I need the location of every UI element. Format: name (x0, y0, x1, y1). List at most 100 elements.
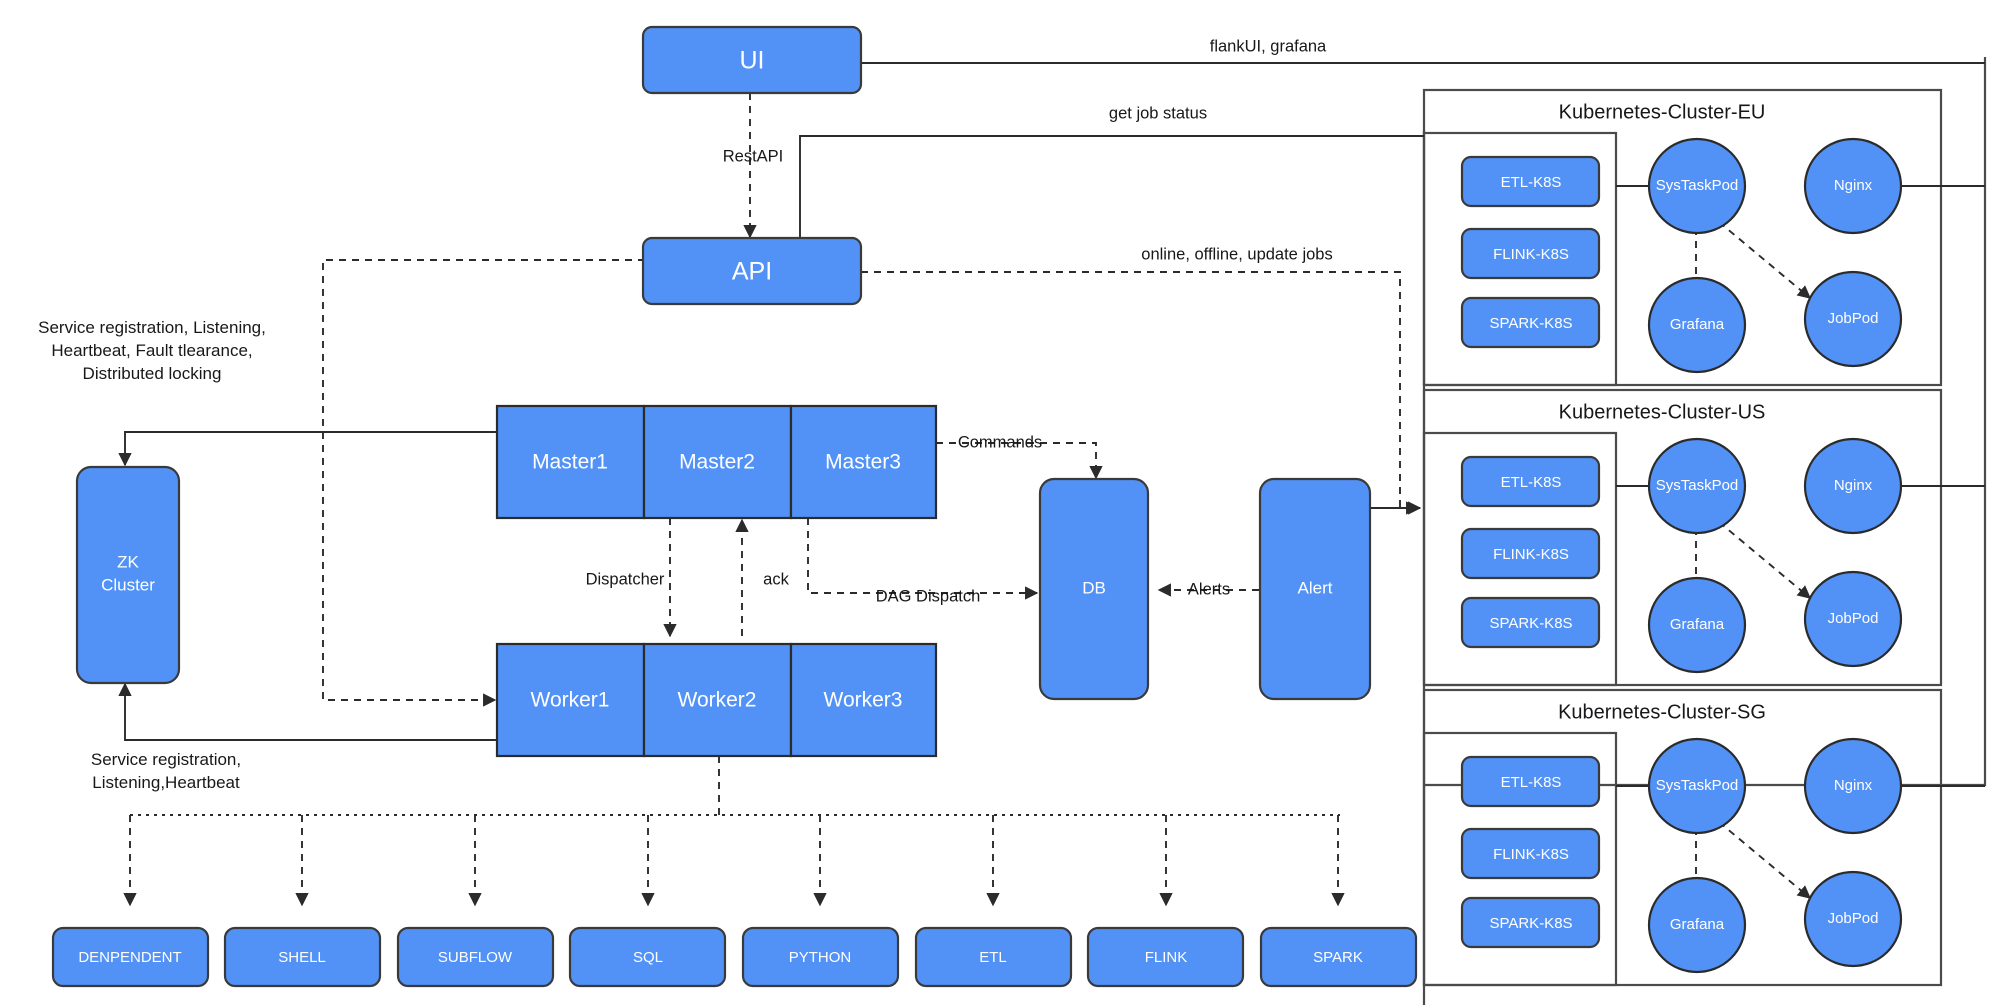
cluster-sg-image-spark-label: SPARK-K8S (1489, 915, 1572, 932)
cluster-us-pod-nginx[interactable]: Nginx (1803, 437, 1903, 535)
cluster-eu-pod-nginx[interactable]: Nginx (1803, 137, 1903, 235)
cluster-sg-pod-nginx[interactable]: Nginx (1803, 737, 1903, 835)
cluster-sg-image-flink-label: FLINK-K8S (1493, 846, 1569, 863)
cluster-eu-pod-jobpod-label: JobPod (1828, 310, 1879, 327)
cluster-eu-image-spark-label: SPARK-K8S (1489, 315, 1572, 332)
edge-eu-systaskpod-to-jobpod (1718, 221, 1812, 299)
edge-worker-to-zk (118, 682, 497, 741)
cluster-sg-image-flink[interactable]: FLINK-K8S (1460, 827, 1601, 880)
cluster-us-image-spark-label: SPARK-K8S (1489, 615, 1572, 632)
node-master-3-label: Master3 (825, 451, 901, 474)
cluster-sg-pod-systaskpod[interactable]: SysTaskPod (1647, 737, 1747, 835)
task-type-spark[interactable]: SPARK (1259, 926, 1418, 988)
cluster-eu: Kubernetes-Cluster-EU ETL-K8S FLINK-K8S … (1460, 101, 1903, 374)
task-type-sql-label: SQL (633, 949, 663, 966)
cluster-eu-pod-grafana-label: Grafana (1670, 316, 1725, 333)
cluster-sg-pod-systaskpod-label: SysTaskPod (1656, 777, 1739, 794)
cluster-us-image-flink[interactable]: FLINK-K8S (1460, 527, 1601, 580)
node-zk-cluster-label-2: Cluster (101, 575, 155, 594)
cluster-eu-image-etl-label: ETL-K8S (1501, 174, 1562, 191)
node-api-label: API (732, 258, 772, 286)
cluster-eu-pod-jobpod[interactable]: JobPod (1803, 270, 1903, 368)
cluster-eu-pod-nginx-label: Nginx (1834, 177, 1873, 194)
cluster-eu-image-spark[interactable]: SPARK-K8S (1460, 296, 1601, 349)
edge-label-dag-dispatch: DAG Dispatch (876, 587, 981, 605)
node-master-2[interactable] (642, 404, 793, 520)
cluster-sg-pod-jobpod[interactable]: JobPod (1803, 870, 1903, 968)
node-worker-1[interactable] (495, 642, 646, 758)
cluster-us-image-spark[interactable]: SPARK-K8S (1460, 596, 1601, 649)
node-worker-2[interactable] (642, 642, 793, 758)
node-zk-cluster[interactable]: ZK Cluster (75, 465, 181, 685)
cluster-sg: Kubernetes-Cluster-SG ETL-K8S FLINK-K8S … (1460, 701, 1903, 974)
node-alert[interactable]: Alert (1258, 477, 1372, 701)
cluster-sg-title: Kubernetes-Cluster-SG (1558, 701, 1766, 723)
edge-label-restapi: RestAPI (723, 147, 784, 165)
edge-sg-systaskpod-to-jobpod (1718, 821, 1812, 899)
edge-label-alerts: Alerts (1188, 580, 1230, 598)
master-group: Master1 Master2 Master3 (495, 404, 938, 520)
node-worker-3-label: Worker3 (824, 689, 903, 712)
zk-note-line-2: Heartbeat, Fault tlearance, (51, 341, 252, 360)
edge-api-to-worker (322, 259, 645, 707)
cluster-us-images-panel (1422, 431, 1618, 687)
node-zk-cluster-label-1: ZK (117, 552, 139, 571)
edge-label-dispatcher: Dispatcher (586, 570, 665, 588)
cluster-us-pod-grafana[interactable]: Grafana (1647, 576, 1747, 674)
cluster-eu-pod-grafana[interactable]: Grafana (1647, 276, 1747, 374)
node-api[interactable]: API (641, 236, 863, 306)
node-alert-label: Alert (1298, 578, 1333, 597)
task-type-subflow[interactable]: SUBFLOW (396, 926, 555, 988)
edge-dag-dispatch (807, 518, 1039, 600)
cluster-sg-image-etl-label: ETL-K8S (1501, 774, 1562, 791)
node-worker-3[interactable] (789, 642, 938, 758)
cluster-us-pod-jobpod[interactable]: JobPod (1803, 570, 1903, 668)
edge-get-job-status (799, 135, 1424, 240)
worker-note-line-1: Service registration, (91, 750, 241, 769)
task-type-etl-label: ETL (979, 949, 1007, 966)
cluster-eu-image-etl[interactable]: ETL-K8S (1460, 155, 1601, 208)
cluster-eu-image-flink-label: FLINK-K8S (1493, 246, 1569, 263)
edge-label-ack: ack (763, 570, 789, 588)
cluster-us-image-etl[interactable]: ETL-K8S (1460, 455, 1601, 508)
node-db[interactable]: DB (1038, 477, 1150, 701)
task-type-python[interactable]: PYTHON (741, 926, 900, 988)
edge-label-flankui-grafana: flankUI, grafana (1210, 37, 1327, 55)
node-ui[interactable]: UI (641, 25, 863, 95)
task-type-python-label: PYTHON (789, 949, 852, 966)
edge-online-offline-update (861, 271, 1422, 515)
cluster-us-pod-systaskpod[interactable]: SysTaskPod (1647, 437, 1747, 535)
cluster-eu-image-flink[interactable]: FLINK-K8S (1460, 227, 1601, 280)
cluster-sg-image-spark[interactable]: SPARK-K8S (1460, 896, 1601, 949)
task-type-etl[interactable]: ETL (914, 926, 1073, 988)
task-type-subflow-label: SUBFLOW (438, 949, 513, 966)
cluster-eu-pod-systaskpod[interactable]: SysTaskPod (1647, 137, 1747, 235)
worker-group: Worker1 Worker2 Worker3 (495, 642, 938, 758)
cluster-sg-image-etl[interactable]: ETL-K8S (1460, 755, 1601, 808)
task-type-denpendent[interactable]: DENPENDENT (51, 926, 210, 988)
node-master-1-label: Master1 (532, 451, 608, 474)
task-type-shell[interactable]: SHELL (223, 926, 382, 988)
task-type-flink[interactable]: FLINK (1086, 926, 1245, 988)
zk-note: Service registration, Listening, Heartbe… (38, 318, 266, 383)
task-type-flink-label: FLINK (1145, 949, 1188, 966)
edge-label-online-offline-update: online, offline, update jobs (1141, 245, 1332, 263)
node-master-1[interactable] (495, 404, 646, 520)
zk-note-line-1: Service registration, Listening, (38, 318, 266, 337)
cluster-us-pod-jobpod-label: JobPod (1828, 610, 1879, 627)
edge-master-to-zk (118, 431, 497, 467)
worker-note-line-2: Listening,Heartbeat (92, 773, 240, 792)
node-master-3[interactable] (789, 404, 938, 520)
edge-commands-to-db (936, 442, 1103, 480)
cluster-sg-pod-jobpod-label: JobPod (1828, 910, 1879, 927)
cluster-sg-pod-grafana[interactable]: Grafana (1647, 876, 1747, 974)
cluster-eu-images-panel (1422, 131, 1618, 387)
node-worker-1-label: Worker1 (531, 689, 610, 712)
edge-us-systaskpod-to-jobpod (1718, 521, 1812, 599)
cluster-eu-pod-systaskpod-label: SysTaskPod (1656, 177, 1739, 194)
cluster-sg-pod-nginx-label: Nginx (1834, 777, 1873, 794)
worker-note: Service registration, Listening,Heartbea… (91, 750, 241, 792)
task-type-sql[interactable]: SQL (568, 926, 727, 988)
task-type-row: DENPENDENT SHELL SUBFLOW SQL PYTHON ETL … (51, 926, 1418, 988)
